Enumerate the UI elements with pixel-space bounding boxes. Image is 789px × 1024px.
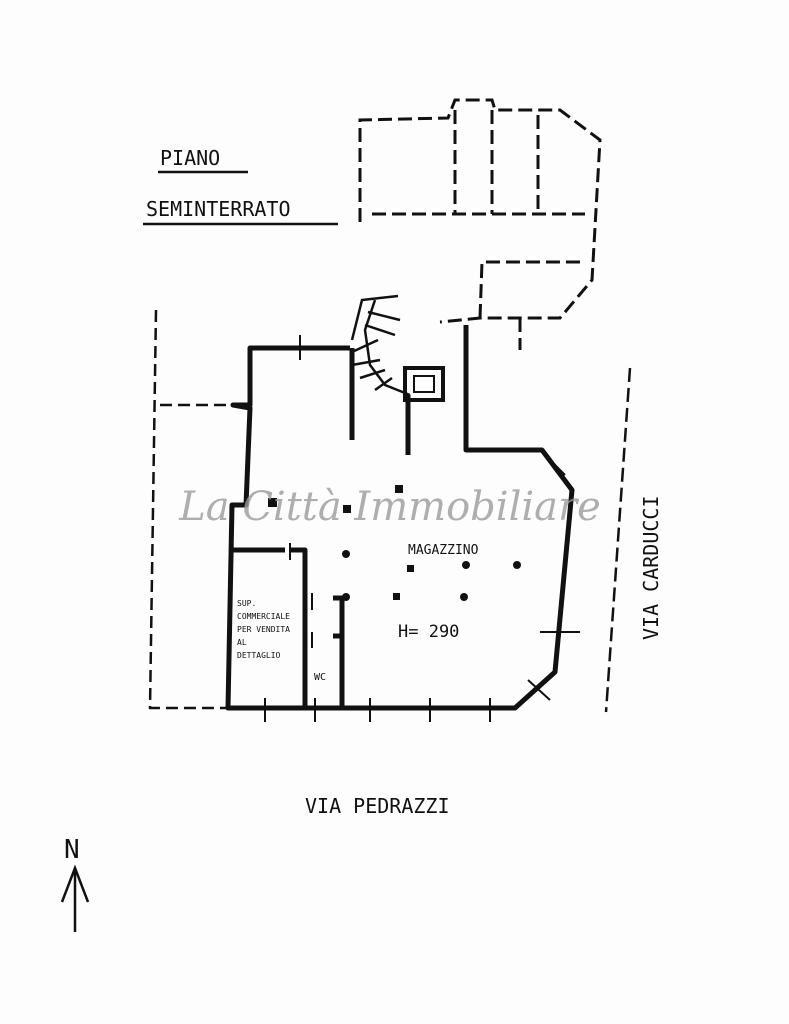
- adjacent-area-outline: [148, 309, 240, 710]
- plan-title-line2: SEMINTERRATO: [146, 197, 291, 221]
- ceiling-height-label: H= 290: [398, 622, 459, 642]
- elevator-shaft: [403, 366, 445, 402]
- upper-building-outline: [358, 98, 602, 350]
- room-label-magazzino: MAGAZZINO: [408, 543, 479, 558]
- north-label: N: [64, 835, 80, 865]
- plan-title-line1: PIANO: [160, 146, 220, 170]
- shop-area-line: AL: [237, 638, 247, 647]
- staircase: [350, 294, 411, 397]
- main-walls: [225, 325, 575, 711]
- street-line: [604, 367, 632, 713]
- watermark: La Città Immobiliare: [178, 484, 601, 530]
- north-arrow-head: [60, 864, 90, 903]
- north-arrow-icon: N: [60, 835, 90, 932]
- wc-label: WC: [314, 672, 326, 683]
- shop-area-line: DETTAGLIO: [237, 651, 281, 660]
- columns: [268, 485, 521, 601]
- street-label-carducci: VIA CARDUCCI: [639, 496, 663, 641]
- shop-area-label: SUP. COMMERCIALE PER VENDITA AL DETTAGLI…: [237, 599, 290, 660]
- shop-area-line: SUP.: [237, 599, 256, 608]
- street-label-pedrazzi: VIA PEDRAZZI: [305, 794, 450, 818]
- elevator-car: [413, 375, 435, 393]
- shop-area-line: PER VENDITA: [237, 625, 290, 634]
- window-marks: [264, 335, 580, 722]
- shop-area-line: COMMERCIALE: [237, 612, 290, 621]
